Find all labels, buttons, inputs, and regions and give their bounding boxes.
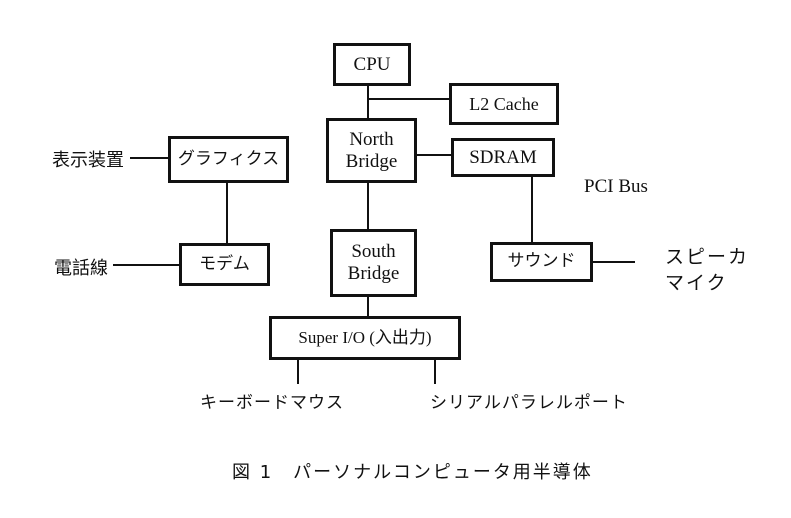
super-io-box: Super I/O (入出力) bbox=[269, 316, 461, 360]
keyboard-mouse-label: キーボードマウス bbox=[200, 393, 344, 413]
l2-cache-box: L2 Cache bbox=[449, 83, 559, 125]
display-label: 表示装置 bbox=[52, 150, 124, 171]
cpu-box: CPU bbox=[333, 43, 411, 86]
super-io-label: Super I/O (入出力) bbox=[298, 328, 432, 348]
serial-parallel-port-label: シリアルパラレルポート bbox=[430, 393, 628, 413]
l2-cache-label: L2 Cache bbox=[469, 93, 539, 114]
phone-line-label: 電話線 bbox=[54, 258, 108, 279]
modem-label: モデム bbox=[199, 253, 250, 274]
north-bridge-label-line2: Bridge bbox=[345, 150, 398, 172]
north-bridge-box: North Bridge bbox=[326, 118, 417, 183]
figure-caption: 図 1 パーソナルコンピュータ用半導体 bbox=[232, 462, 593, 483]
sound-box: サウンド bbox=[490, 242, 593, 282]
south-bridge-label-line2: Bridge bbox=[347, 263, 400, 284]
south-bridge-box: South Bridge bbox=[330, 229, 417, 297]
north-bridge-label-line1: North bbox=[349, 128, 394, 150]
cpu-label: CPU bbox=[353, 53, 391, 75]
speaker-label: スピーカ bbox=[665, 246, 750, 268]
modem-box: モデム bbox=[179, 243, 270, 286]
graphics-label: グラフィクス bbox=[177, 148, 280, 169]
sdram-box: SDRAM bbox=[451, 138, 555, 177]
south-bridge-label-line1: South bbox=[351, 241, 396, 263]
pci-bus-label: PCI Bus bbox=[584, 176, 648, 197]
sound-label: サウンド bbox=[507, 251, 576, 272]
mic-label: マイク bbox=[665, 272, 728, 294]
graphics-box: グラフィクス bbox=[168, 136, 289, 183]
sdram-label: SDRAM bbox=[469, 146, 537, 168]
